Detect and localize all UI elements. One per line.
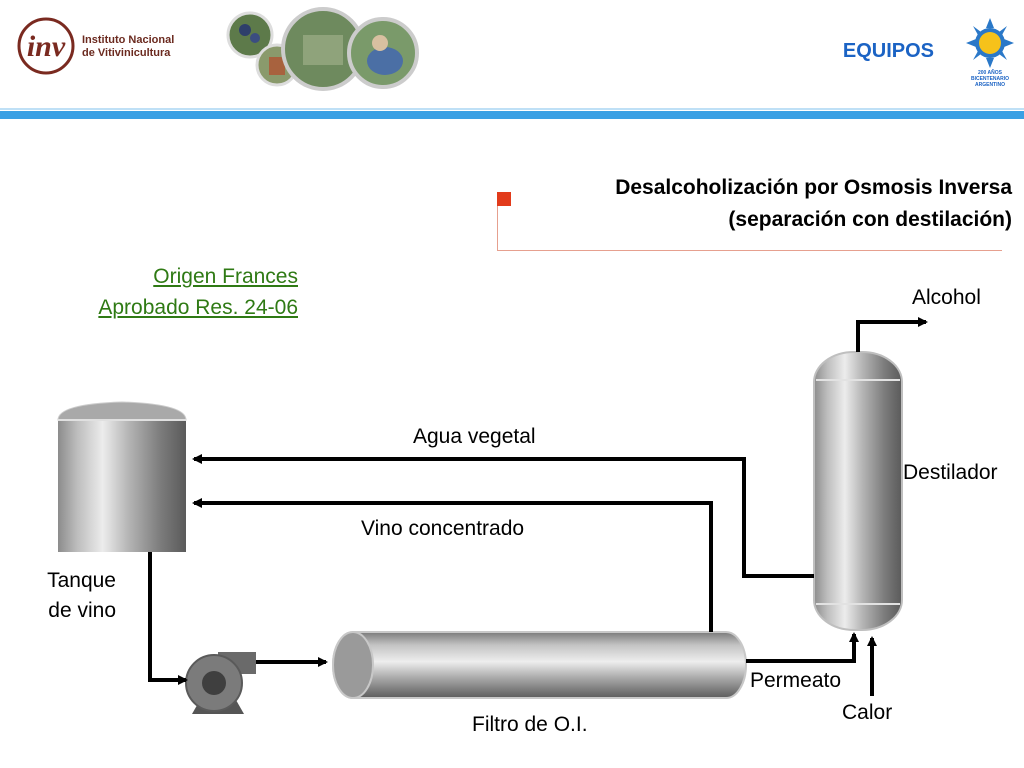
label-tanque-line-2: de vino	[48, 599, 116, 622]
pipe-vino-concentrado	[192, 498, 713, 632]
logo-letters: inv	[27, 30, 66, 63]
section-title-line-2: (separación con destilación)	[728, 208, 1012, 231]
section-title-line-1: Desalcoholización por Osmosis Inversa	[615, 176, 1012, 199]
page-title: EQUIPOS	[842, 40, 934, 62]
pump-icon	[185, 652, 256, 714]
bicentenario-line-3: ARGENTINO	[975, 82, 1005, 88]
institution-name: Instituto Nacional de Vitivinicultura	[82, 34, 174, 60]
section-marker	[497, 192, 511, 206]
header-photo-collage	[226, 7, 419, 91]
ro-filter	[332, 631, 747, 699]
label-agua-vegetal: Agua vegetal	[413, 425, 536, 448]
header-divider	[0, 111, 1024, 119]
pipe-alcohol	[856, 317, 928, 352]
label-destilador: Destilador	[903, 461, 998, 484]
source-link[interactable]: Origen Frances Aprobado Res. 24-06	[98, 261, 298, 323]
bicentenario-text: 200 AÑOS BICENTENARIO ARGENTINO	[960, 70, 1020, 88]
section-bracket	[497, 206, 1002, 251]
source-line-1[interactable]: Origen Frances	[153, 265, 298, 288]
pipe-tank-to-pump	[148, 552, 188, 685]
header: inv Instituto Nacional de Vitivinicultur…	[0, 0, 1024, 108]
institution-line-2: de Vitivinicultura	[82, 47, 171, 59]
pipe-agua-vegetal	[192, 454, 814, 578]
distiller-column	[813, 351, 903, 631]
label-calor: Calor	[842, 701, 893, 724]
pipe-permeato	[746, 632, 859, 663]
bicentenario-sun-icon	[966, 18, 1014, 68]
section-title: Desalcoholización por Osmosis Inversa (s…	[615, 172, 1012, 236]
label-vino-concentrado: Vino concentrado	[361, 517, 525, 540]
source-line-2[interactable]: Aprobado Res. 24-06	[98, 296, 298, 319]
inv-logo: inv	[17, 17, 75, 75]
wine-tank	[57, 401, 187, 552]
bicentenario-line-2: BICENTENARIO	[970, 76, 1010, 82]
institution-line-1: Instituto Nacional	[82, 34, 175, 46]
label-tanque: Tanque de vino	[20, 566, 116, 626]
header-divider-thin	[0, 108, 1024, 110]
label-tanque-line-1: Tanque	[47, 569, 116, 592]
label-permeato: Permeato	[750, 669, 842, 692]
bicentenario-line-1: 200 AÑOS	[978, 70, 1002, 76]
label-filtro: Filtro de O.I.	[472, 713, 588, 736]
label-alcohol: Alcohol	[912, 286, 981, 309]
